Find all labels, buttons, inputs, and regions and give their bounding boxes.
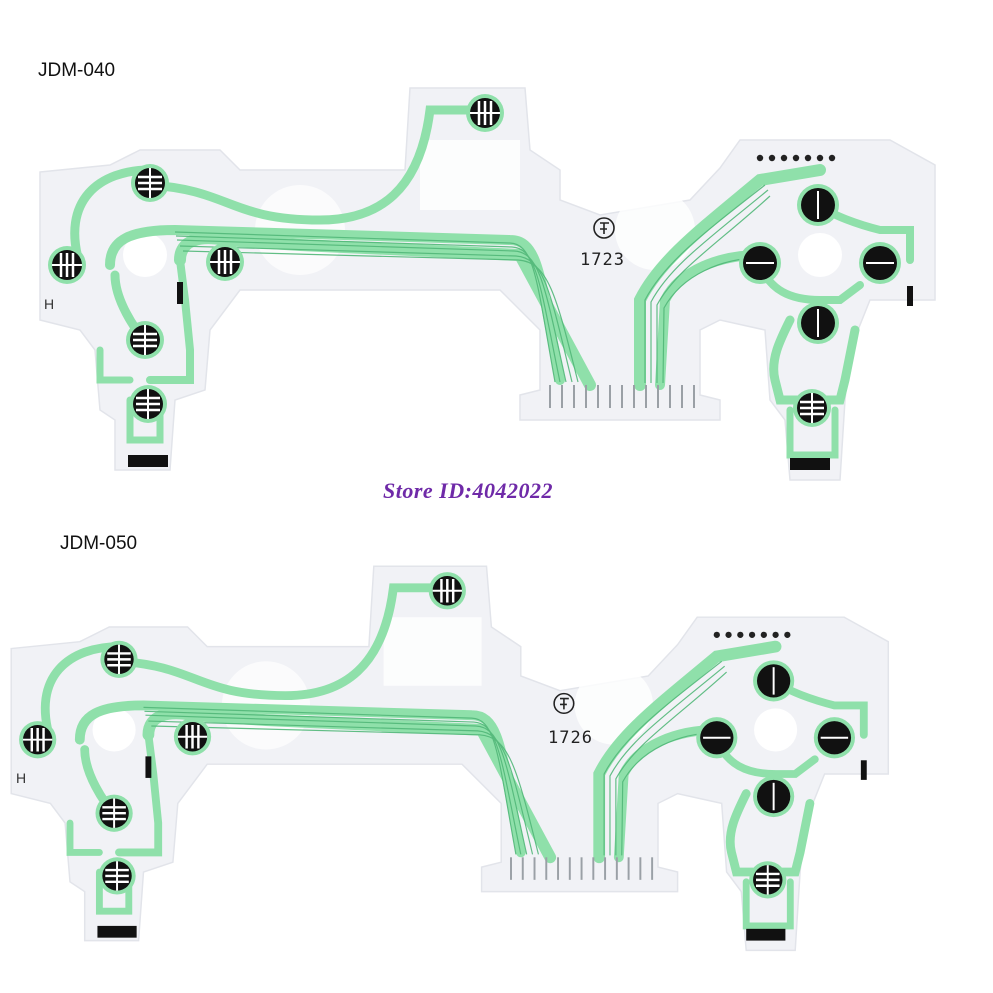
flat-contact-left	[97, 925, 137, 938]
flex-board-2: 1726 H	[0, 470, 993, 970]
solid-button-pads	[739, 184, 901, 344]
ribbon-connector-pins	[510, 857, 654, 880]
led-dots-row	[713, 631, 791, 638]
ribbon-connector-pins	[549, 385, 695, 408]
flat-contact-left	[128, 455, 168, 467]
flex-circuit-svg	[39, 87, 936, 481]
manufacturer-logo-mark	[593, 217, 615, 239]
flex-board-1: 1723 H	[39, 87, 936, 481]
board-2-model-label: JDM-050	[60, 533, 138, 554]
board-2-date-code: 1726	[548, 728, 593, 748]
flat-contact-right	[746, 928, 786, 941]
board-1-side-mark: H	[44, 296, 55, 312]
board-1-model-label: JDM-040	[38, 60, 116, 81]
interdigital-pads	[19, 572, 787, 899]
store-id-watermark: Store ID:4042022	[383, 478, 553, 503]
flex-film	[10, 565, 890, 952]
solid-button-pads	[696, 660, 855, 818]
board-2-side-mark: H	[16, 770, 27, 786]
board-1-date-code: 1723	[580, 250, 625, 270]
led-dots-row	[756, 154, 836, 162]
flat-contact-right	[790, 458, 830, 470]
flex-circuit-svg	[10, 565, 890, 952]
interdigital-pads	[48, 94, 831, 427]
manufacturer-logo-mark	[553, 692, 575, 715]
flex-film	[39, 87, 936, 481]
